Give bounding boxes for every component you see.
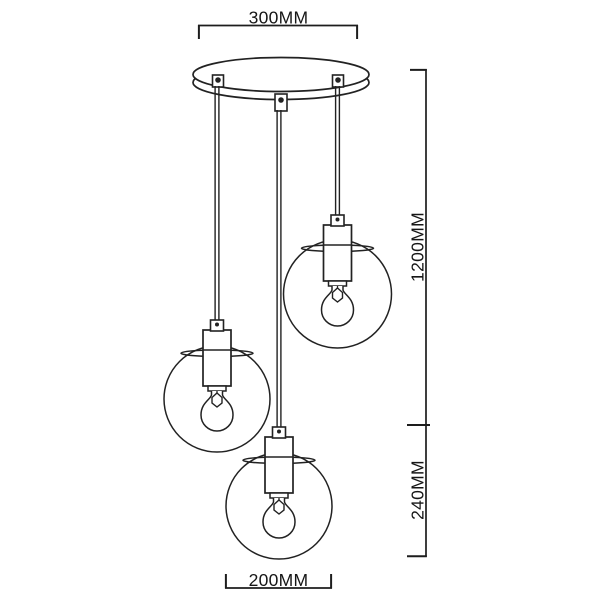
dimension-right-column: 1200MM 240MM bbox=[407, 68, 430, 558]
pendant-right bbox=[282, 214, 393, 349]
cord-left bbox=[214, 86, 220, 336]
bulb-left bbox=[200, 391, 234, 432]
cord-grip-right-dot bbox=[335, 217, 340, 222]
bulb-filament-center bbox=[273, 499, 285, 515]
bulb-center bbox=[262, 498, 296, 539]
cord-grip-left-dot bbox=[215, 322, 219, 327]
pendant-center bbox=[225, 426, 333, 560]
socket-step-left bbox=[207, 385, 227, 392]
bulb-right bbox=[320, 286, 355, 327]
socket-step-center bbox=[269, 492, 289, 499]
socket-step-right bbox=[327, 280, 348, 287]
socket-left bbox=[202, 329, 232, 387]
dim-label-globe-diameter: 200MM bbox=[249, 570, 309, 590]
ceiling-canopy bbox=[192, 56, 370, 101]
dim-label-fixture-height: 240MM bbox=[408, 460, 428, 520]
canopy-cord-grips bbox=[211, 74, 345, 112]
dimension-globe-diameter: 200MM bbox=[224, 570, 333, 590]
bulb-filament-right bbox=[331, 287, 344, 303]
canopy-grip-center-dot bbox=[278, 97, 284, 103]
dimension-canopy-width: 300MM bbox=[197, 8, 359, 39]
cord-grip-center-dot bbox=[277, 429, 281, 434]
dim-label-cord-drop: 1200MM bbox=[408, 212, 428, 282]
canopy-grip-right-dot bbox=[335, 77, 341, 83]
socket-center bbox=[264, 436, 294, 494]
pendant-cords bbox=[214, 86, 341, 443]
pendant-left bbox=[163, 319, 271, 453]
socket-right bbox=[322, 224, 353, 282]
cord-right bbox=[334, 86, 341, 231]
canopy-grip-left-dot bbox=[215, 77, 221, 83]
cord-center bbox=[276, 110, 282, 443]
canopy-top-ellipse bbox=[192, 56, 370, 93]
bulb-filament-left bbox=[211, 392, 223, 408]
dim-label-canopy-width: 300MM bbox=[249, 8, 309, 28]
